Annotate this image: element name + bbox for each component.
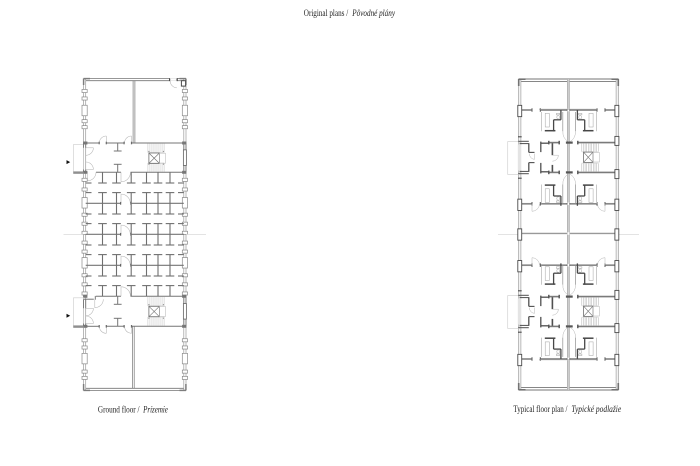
svg-text:Ground floor /: Ground floor /	[98, 404, 140, 414]
svg-text:Original plans /: Original plans /	[304, 8, 349, 18]
svg-text:Prízemie: Prízemie	[142, 404, 168, 414]
svg-text:Typical floor plan /: Typical floor plan /	[513, 404, 567, 414]
svg-text:Typické podlažie: Typické podlažie	[571, 404, 621, 414]
svg-text:Pôvodné plány: Pôvodné plány	[352, 8, 395, 18]
